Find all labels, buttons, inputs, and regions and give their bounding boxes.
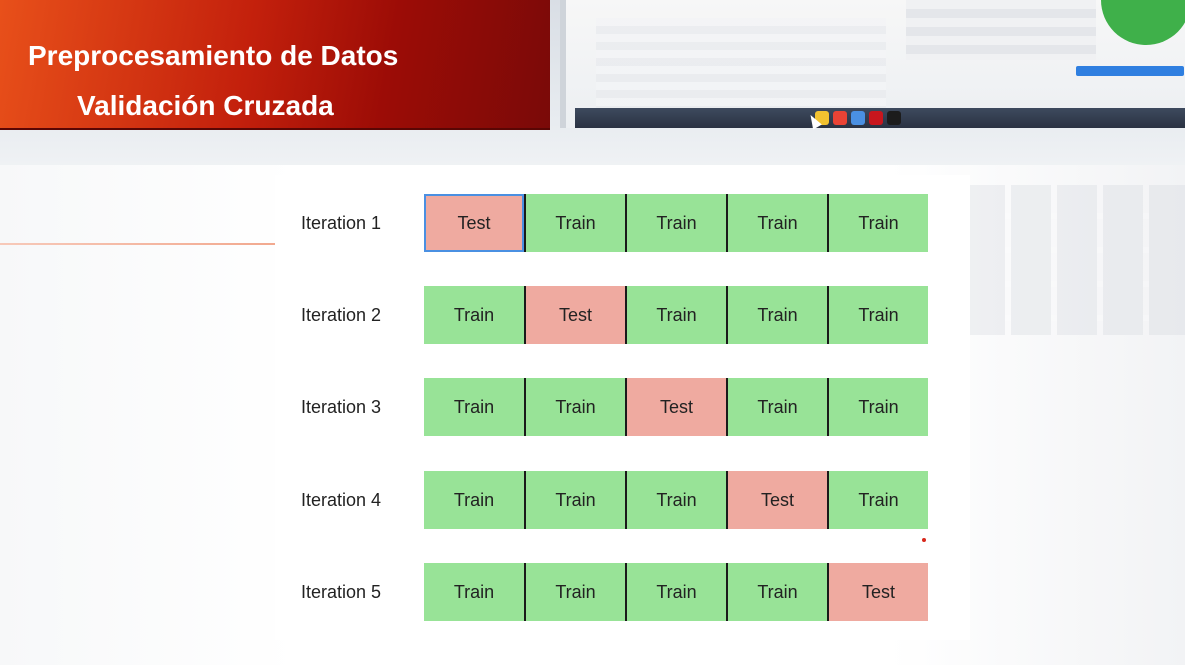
slide-subtitle: Validación Cruzada [77, 90, 334, 121]
train-fold: Train [726, 194, 827, 252]
train-fold: Train [726, 378, 827, 436]
iteration-label: Iteration 4 [301, 490, 382, 510]
dock-image [575, 108, 1185, 128]
train-fold: Train [827, 471, 928, 529]
test-fold: Test [424, 194, 524, 252]
filezilla-icon [869, 111, 883, 125]
train-fold: Train [625, 563, 726, 621]
terminal-icon [887, 111, 901, 125]
train-fold: Train [726, 286, 827, 344]
iteration-label: Iteration 1 [301, 213, 382, 233]
title-banner: Preprocesamiento de Datos Validación Cru… [0, 0, 550, 128]
train-fold: Train [625, 471, 726, 529]
test-fold: Test [827, 563, 928, 621]
train-fold: Train [424, 563, 524, 621]
test-fold: Test [625, 378, 726, 436]
train-fold: Train [625, 286, 726, 344]
train-fold: Train [424, 378, 524, 436]
pie-chart-image [1101, 0, 1185, 45]
screen-button-image [1076, 66, 1184, 76]
train-fold: Train [726, 563, 827, 621]
screen-table-image [596, 18, 886, 113]
iteration-label: Iteration 3 [301, 397, 382, 417]
train-fold: Train [827, 286, 928, 344]
train-fold: Train [524, 471, 625, 529]
laptop-screen-photo [560, 0, 1185, 128]
app-icon [815, 111, 829, 125]
train-fold: Train [424, 471, 524, 529]
app-icon [833, 111, 847, 125]
accent-line [0, 243, 275, 245]
train-fold: Train [625, 194, 726, 252]
iteration-label: Iteration 5 [301, 582, 382, 602]
slide-title: Preprocesamiento de Datos [28, 40, 399, 71]
app-icon [851, 111, 865, 125]
test-fold: Test [524, 286, 625, 344]
train-fold: Train [524, 563, 625, 621]
train-fold: Train [827, 378, 928, 436]
train-fold: Train [524, 194, 625, 252]
test-fold: Test [726, 471, 827, 529]
screen-summary-image [906, 0, 1096, 60]
iteration-label: Iteration 2 [301, 305, 382, 325]
train-fold: Train [524, 378, 625, 436]
keyboard-photo [965, 185, 1185, 335]
train-fold: Train [827, 194, 928, 252]
train-fold: Train [424, 286, 524, 344]
laser-pointer-dot [922, 538, 926, 542]
